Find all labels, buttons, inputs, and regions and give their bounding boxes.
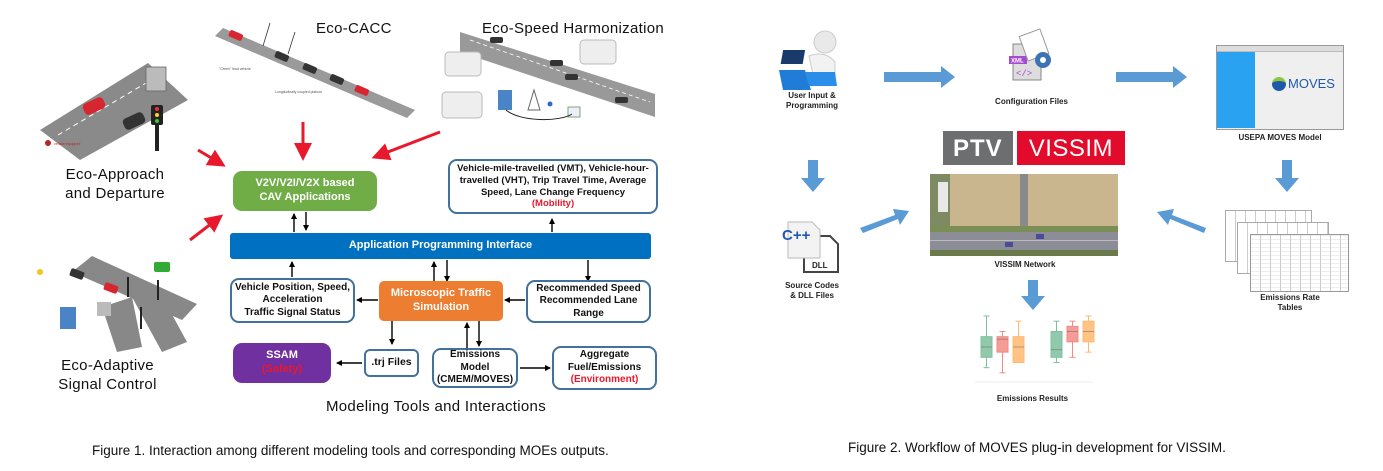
highway-corridor-icon <box>441 32 655 121</box>
moves-sidebar <box>1217 52 1255 128</box>
figure-1-caption: Figure 1. Interaction among different mo… <box>92 443 609 458</box>
vissim-network-label: VISSIM Network <box>994 260 1056 269</box>
arrow-from-eco-approach <box>197 148 226 167</box>
moves-logo-icon <box>1272 76 1286 91</box>
eco-cacc-illustration: "Green" lead vehicle Longitudinally coup… <box>215 18 415 128</box>
boxplot-iqr <box>1066 325 1079 343</box>
arrow-moves-to-tables <box>1275 160 1299 192</box>
emission-rate-tables-icon <box>1225 210 1360 292</box>
aggregate-tag: (Environment) <box>570 374 639 386</box>
boxplot-box-g2-2 <box>1066 320 1079 358</box>
cpp-dll-file-icon: DLL C++ <box>782 218 842 276</box>
moves-model-label: USEPA MOVES Model <box>1238 133 1322 142</box>
microscopic-simulation-box: Microscopic Traffic Simulation <box>379 281 503 321</box>
user-at-laptop-icon <box>775 28 847 90</box>
eco-cacc-title: Eco-CACC <box>316 20 392 37</box>
trj-files-box: .trj Files <box>364 349 419 377</box>
boxplot-iqr <box>996 336 1009 353</box>
ptv-vissim-logo: PTV VISSIM <box>943 131 1126 165</box>
moves-app-screenshot: MOVES <box>1216 45 1344 130</box>
emissions-results-boxplot <box>975 315 1095 383</box>
platoon-road-icon: "Green" lead vehicle Longitudinally coup… <box>215 22 415 118</box>
boxplot-box-g1-3 <box>1012 320 1025 363</box>
svg-text:Longitudinally coupled platoon: Longitudinally coupled platoon <box>275 90 322 94</box>
aggregate-fuel-box: Aggregate Fuel/Emissions (Environment) <box>552 346 657 390</box>
arrow-from-eco-speed-harmonization <box>371 130 441 161</box>
arrow-vissim-to-results <box>1021 280 1045 310</box>
eco-adaptive-title: Eco-Adaptive Signal Control <box>58 357 157 393</box>
figure-1-subtitle: Modeling Tools and Interactions <box>326 398 546 415</box>
ptv-logo-part: PTV <box>943 131 1013 165</box>
ssam-tag: (Safety) <box>261 363 303 375</box>
eco-approach-title: Eco-Approach and Departure <box>65 166 165 202</box>
xml-config-file-icon: XML </> <box>1003 28 1058 88</box>
svg-text:"Green" lead vehicle: "Green" lead vehicle <box>219 67 251 71</box>
cav-applications-box: V2V/V2I/V2X based CAV Applications <box>233 171 377 211</box>
diagram-connectors <box>289 212 591 371</box>
moves-logo: MOVES <box>1272 76 1335 91</box>
mobility-moes-box: Vehicle-mile-travelled (VMT), Vehicle-ho… <box>448 159 658 214</box>
intersection-road-icon: vehicle equipped <box>40 63 188 160</box>
mobility-tag: (Mobility) <box>531 198 575 210</box>
moves-menubar <box>1217 46 1343 52</box>
recommended-speed-box: Recommended Speed Recommended Lane Range <box>526 280 651 323</box>
eco-approach-illustration: vehicle equipped <box>38 55 188 160</box>
arrow-user-to-config <box>884 66 955 88</box>
svg-text:</>: </> <box>1016 69 1032 79</box>
boxplot-box-g2-1 <box>1050 320 1063 363</box>
boxplot-box-g1-2 <box>996 331 1009 374</box>
arrow-config-to-moves <box>1116 66 1187 88</box>
vissim-network-map <box>930 174 1118 256</box>
emissions-results-label: Emissions Results <box>996 394 1069 403</box>
source-codes-label: Source Codes & DLL Files <box>785 281 839 301</box>
arrow-tables-to-vissim <box>1157 209 1206 233</box>
eco-adaptive-illustration <box>32 252 197 352</box>
boxplot-box-g1-1 <box>980 315 993 369</box>
arrow-from-eco-adaptive <box>189 214 224 242</box>
signalized-intersection-icon <box>37 256 197 352</box>
figure-2-caption: Figure 2. Workflow of MOVES plug-in deve… <box>848 440 1226 455</box>
svg-text:vehicle equipped: vehicle equipped <box>54 142 80 146</box>
boxplot-iqr <box>1012 336 1025 363</box>
arrow-user-to-source <box>801 160 825 192</box>
vehicle-position-box: Vehicle Position, Speed, Acceleration Tr… <box>230 278 355 323</box>
eco-speed-harmonization-title: Eco-Speed Harmonization <box>482 20 664 37</box>
api-bar: Application Programming Interface <box>230 233 651 259</box>
svg-text:XML: XML <box>1011 59 1024 65</box>
vissim-logo-part: VISSIM <box>1016 131 1126 165</box>
emissions-model-box: Emissions Model (CMEM/MOVES) <box>432 348 518 388</box>
user-input-label: User Input & Programming <box>785 91 838 111</box>
config-files-label: Configuration Files <box>995 97 1068 106</box>
boxplot-iqr <box>1050 331 1063 358</box>
boxplot-box-g2-3 <box>1082 315 1095 353</box>
emission-tables-label: Emissions Rate Tables <box>1260 293 1320 313</box>
svg-text:C++: C++ <box>782 227 811 244</box>
eco-speed-harmonization-illustration <box>440 32 655 132</box>
ssam-box: SSAM (Safety) <box>233 343 331 383</box>
svg-text:DLL: DLL <box>812 261 828 270</box>
arrow-source-to-vissim <box>860 209 909 233</box>
